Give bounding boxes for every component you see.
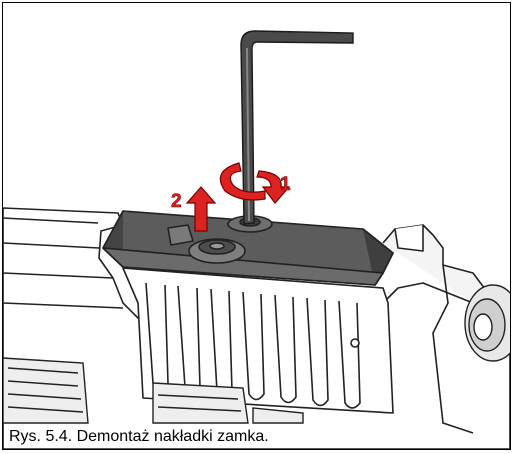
figure-caption: Rys. 5.4. Demontaż nakładki zamka.	[7, 428, 271, 446]
figure-frame: 1 2 Rys. 5.4. Demontaż nakładki zamka.	[2, 2, 511, 450]
rotate-arrow-icon	[219, 162, 291, 204]
step-2-label: 2	[171, 191, 182, 212]
ribbed-section	[122, 267, 394, 414]
top-cover	[102, 210, 394, 286]
step-1-label: 1	[280, 174, 291, 195]
lower-grip	[3, 357, 304, 424]
up-arrow-icon	[185, 186, 217, 232]
disassembly-illustration: 1 2	[3, 30, 510, 449]
charging-knob	[464, 284, 510, 362]
